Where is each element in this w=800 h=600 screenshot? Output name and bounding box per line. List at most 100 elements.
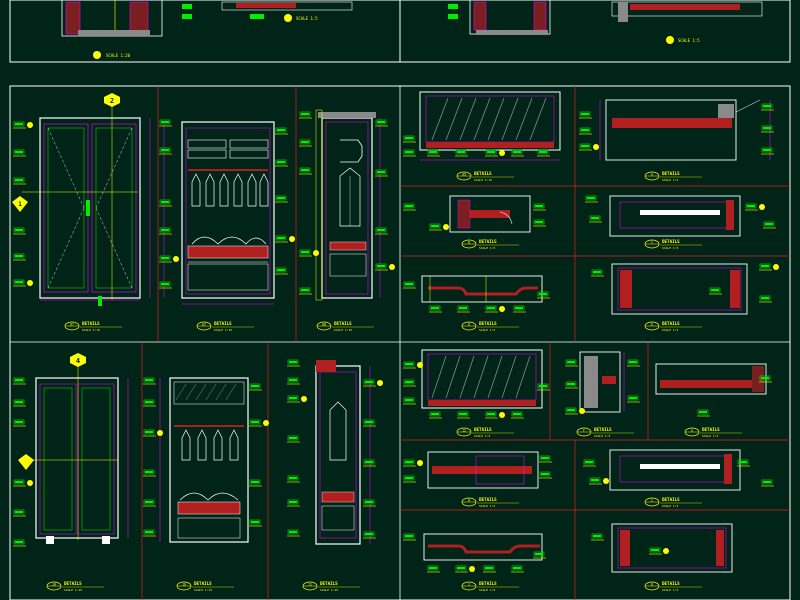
- dimension-tag: [403, 379, 416, 387]
- dimension-tag: [539, 455, 552, 463]
- dimension-tag: [759, 295, 772, 303]
- dimension-tag: [455, 565, 475, 573]
- section-callout-2: 2: [104, 93, 120, 107]
- detail-number: 08: [322, 323, 326, 327]
- dimension-tag: [429, 305, 442, 313]
- detail-h: [427, 451, 539, 489]
- detail-12-drawer: [421, 349, 543, 409]
- dimension-tag: [299, 111, 312, 119]
- dimension-tag: [363, 419, 376, 427]
- dimension-tag: [159, 255, 179, 263]
- dimension-tag: [403, 533, 416, 541]
- dimension-tag: [363, 459, 376, 467]
- detail-number: H: [468, 499, 470, 503]
- dimension-tag: [537, 291, 550, 299]
- dimension-tag: [565, 359, 578, 367]
- dimension-tag: [363, 379, 383, 387]
- dimension-tag: [13, 377, 26, 385]
- detail-scale: SCALE 1:5: [479, 246, 495, 250]
- dimension-tag: [13, 253, 26, 261]
- dimension-tag: [403, 459, 423, 467]
- dimension-tag: [403, 203, 416, 211]
- side-section-bottom: [315, 360, 371, 545]
- dimension-tag: [485, 149, 505, 157]
- dimension-tag: [249, 479, 262, 487]
- detail-scale: SCALE 1:5: [479, 328, 495, 332]
- top-right-scale-label: SCALE 1:5: [678, 38, 700, 43]
- dimension-tag: [429, 223, 449, 231]
- dimension-tag: [761, 103, 774, 111]
- dimension-tag: [13, 177, 26, 185]
- dimension-tag: [485, 305, 505, 313]
- detail-title: DETAILS: [662, 239, 680, 244]
- detail-d: [421, 275, 543, 303]
- detail-i: [609, 449, 741, 491]
- detail-title: DETAILS: [334, 321, 352, 326]
- detail-scale: SCALE 1:15: [82, 328, 100, 332]
- detail-scale: SCALE 1:5: [662, 328, 678, 332]
- dimension-tag: [511, 565, 524, 573]
- dimension-tag: [429, 411, 442, 419]
- detail-title: DETAILS: [82, 321, 100, 326]
- dimension-tag: [249, 383, 262, 391]
- detail-scale: SCALE 1:15: [64, 588, 82, 592]
- wardrobe-interior-top: [163, 121, 275, 305]
- detail-title: DETAILS: [320, 581, 338, 586]
- dimension-tag: [275, 267, 288, 275]
- dimension-tag: [579, 143, 599, 151]
- dimension-tag: [299, 249, 319, 257]
- dimension-tag: [363, 499, 376, 507]
- detail-e: [611, 263, 748, 315]
- dimension-tag: [375, 169, 388, 177]
- dimension-tag: [427, 149, 440, 157]
- detail-scale: SCALE 1:15: [334, 328, 352, 332]
- detail-number: B: [468, 241, 470, 245]
- dimension-tag: [583, 459, 596, 467]
- dimension-tag: [143, 377, 156, 385]
- dimension-tag: [585, 195, 598, 203]
- dimension-tag: [275, 127, 288, 135]
- detail-title-p3: 08 DETAILS SCALE 1:15: [316, 321, 374, 332]
- dimension-tag: [287, 435, 300, 443]
- detail-number: 10: [182, 583, 186, 587]
- detail-title: DETAILS: [64, 581, 82, 586]
- dimension-tag: [275, 235, 295, 243]
- wardrobe-interior-bottom: [159, 377, 249, 543]
- dimension-tag: [565, 407, 585, 415]
- detail-title: DETAILS: [479, 581, 497, 586]
- top-strip: SCALE 1:20 SCALE 1:5 SCALE 1:5: [9, 0, 791, 63]
- dimension-tag: [143, 399, 156, 407]
- detail-number: 07: [70, 323, 74, 327]
- top-left-scale-label: SCALE 1:20: [106, 53, 131, 58]
- detail-scale: SCALE 1:15: [320, 588, 338, 592]
- detail-number: G: [691, 429, 693, 433]
- dimension-tag: [591, 269, 604, 277]
- detail-number: 12: [462, 429, 466, 433]
- dimension-tag: [375, 263, 395, 271]
- dimension-tag: [287, 377, 300, 385]
- dimension-tag: [13, 149, 26, 157]
- dimension-tag: [287, 475, 300, 483]
- detail-scale: SCALE 1:5: [474, 434, 490, 438]
- dimension-tag: [455, 149, 468, 157]
- dimension-tag: [13, 539, 26, 547]
- dimension-tag: [483, 565, 496, 573]
- dimension-tag: [143, 429, 163, 437]
- detail-scale: SCALE 1:5: [662, 246, 678, 250]
- dimension-tag: [143, 529, 156, 537]
- detail-f: [579, 351, 625, 413]
- detail-title: DETAILS: [662, 581, 680, 586]
- dimension-tag: [745, 203, 765, 211]
- detail-scale: SCALE 1:5: [702, 434, 718, 438]
- detail-number: 11: [308, 583, 312, 587]
- dimension-tag: [709, 287, 722, 295]
